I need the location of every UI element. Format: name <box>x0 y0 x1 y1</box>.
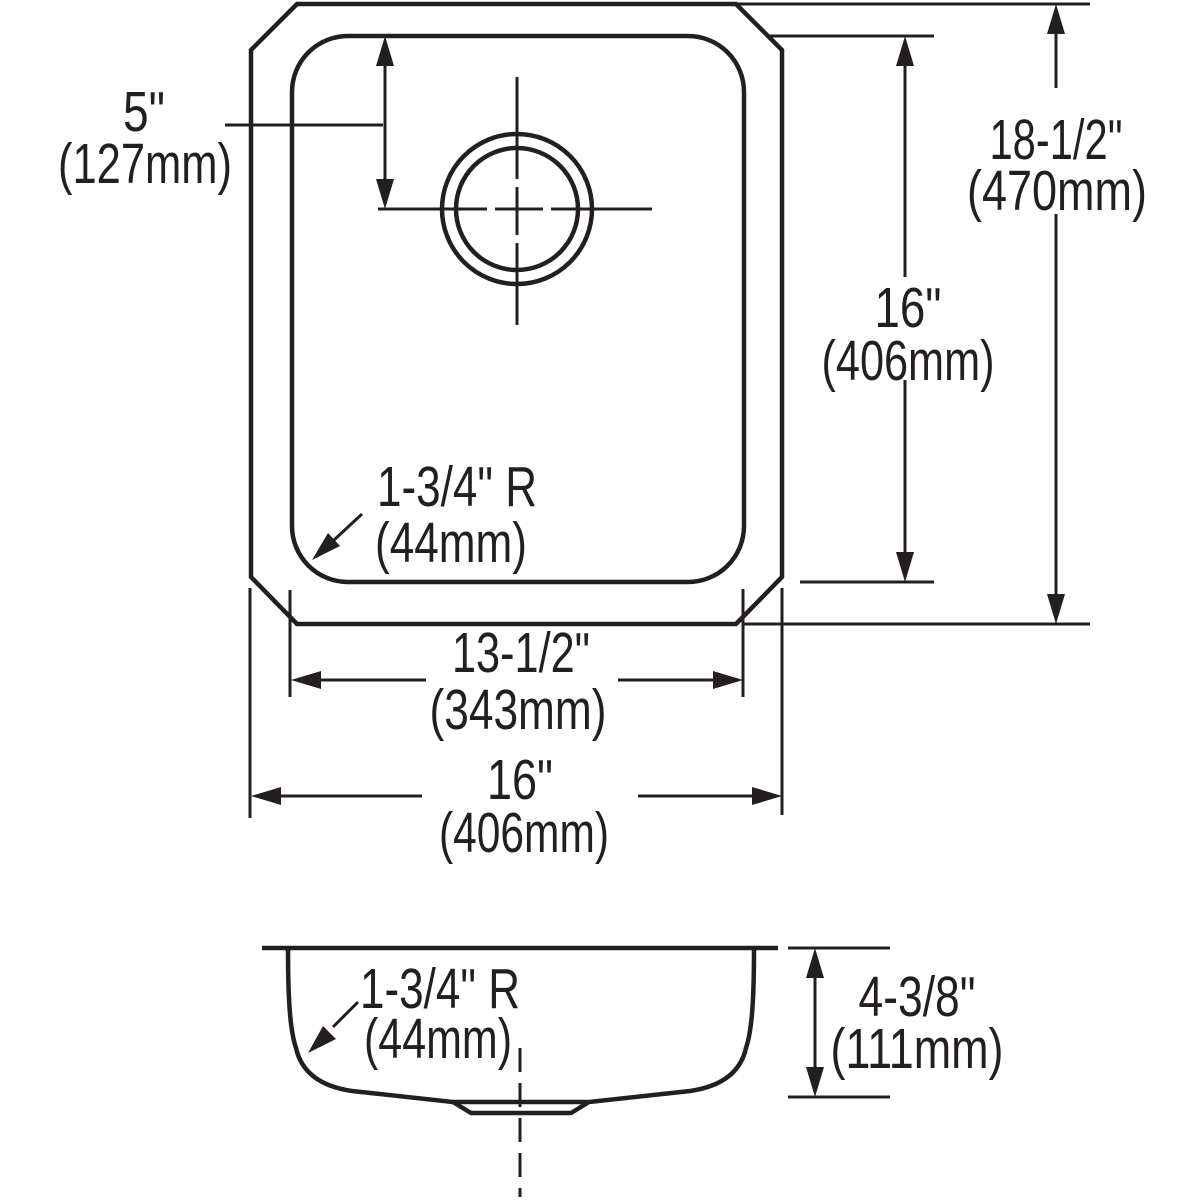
arrowhead-left <box>251 787 281 805</box>
side-view: 1-3/4" R (44mm) 4-3/8" (111mm) <box>262 945 1004 1197</box>
arrowhead-right <box>752 787 782 805</box>
dim-overall-width-metric: (406mm) <box>439 801 609 865</box>
rim-outline <box>248 1 785 627</box>
arrowhead-down <box>806 1067 824 1097</box>
arrowhead-up <box>1047 4 1065 34</box>
arrowhead-left <box>291 671 321 689</box>
dim-bowl-length-imperial: 16" <box>875 276 942 340</box>
dim-bowl-length-metric: (406mm) <box>822 329 995 393</box>
dim-overall-width: 16" (406mm) <box>248 588 784 865</box>
dim-bowl-depth: 4-3/8" (111mm) <box>788 946 1004 1099</box>
dim-overall-length: 18-1/2" (470mm) <box>736 2 1147 626</box>
dim-bowl-width: 13-1/2" (343mm) <box>288 589 745 742</box>
dim-drain-offset: 5" (127mm) <box>58 36 394 209</box>
bowl-profile <box>285 947 757 1116</box>
arrowhead-down <box>1047 594 1065 624</box>
dim-bowl-width-metric: (343mm) <box>430 678 607 742</box>
leader-line <box>331 1000 360 1029</box>
note-corner-radius-side: 1-3/4" R (44mm) <box>308 957 520 1071</box>
arrowhead-down <box>376 179 394 209</box>
bowl-outline <box>289 33 747 585</box>
dim-bowl-width-imperial: 13-1/2" <box>452 621 590 685</box>
dim-overall-length-metric: (470mm) <box>967 159 1147 223</box>
corner-radius-imperial: 1-3/4" R <box>360 957 520 1021</box>
top-view: 5" (127mm) 16" (406mm) <box>58 1 1147 865</box>
dim-overall-width-imperial: 16" <box>487 748 553 812</box>
dim-bowl-depth-imperial: 4-3/8" <box>859 965 976 1029</box>
arrowhead-leader <box>308 1026 336 1053</box>
corner-radius-metric: (44mm) <box>375 511 527 575</box>
arrowhead-up <box>376 36 394 66</box>
leader-line <box>332 512 364 542</box>
corner-radius-metric: (44mm) <box>364 1007 512 1071</box>
arrowhead-right <box>713 671 743 689</box>
dim-bowl-depth-metric: (111mm) <box>831 1017 1004 1081</box>
dim-drain-offset-metric: (127mm) <box>58 132 232 196</box>
dim-bowl-length: 16" (406mm) <box>770 34 995 584</box>
dim-drain-offset-imperial: 5" <box>123 80 165 144</box>
arrowhead-leader <box>312 533 340 560</box>
arrowhead-up <box>896 36 914 66</box>
note-corner-radius: 1-3/4" R (44mm) <box>312 455 537 575</box>
arrowhead-down <box>896 552 914 582</box>
arrowhead-up <box>806 948 824 978</box>
corner-radius-imperial: 1-3/4" R <box>377 455 537 519</box>
dim-overall-length-imperial: 18-1/2" <box>990 108 1123 172</box>
